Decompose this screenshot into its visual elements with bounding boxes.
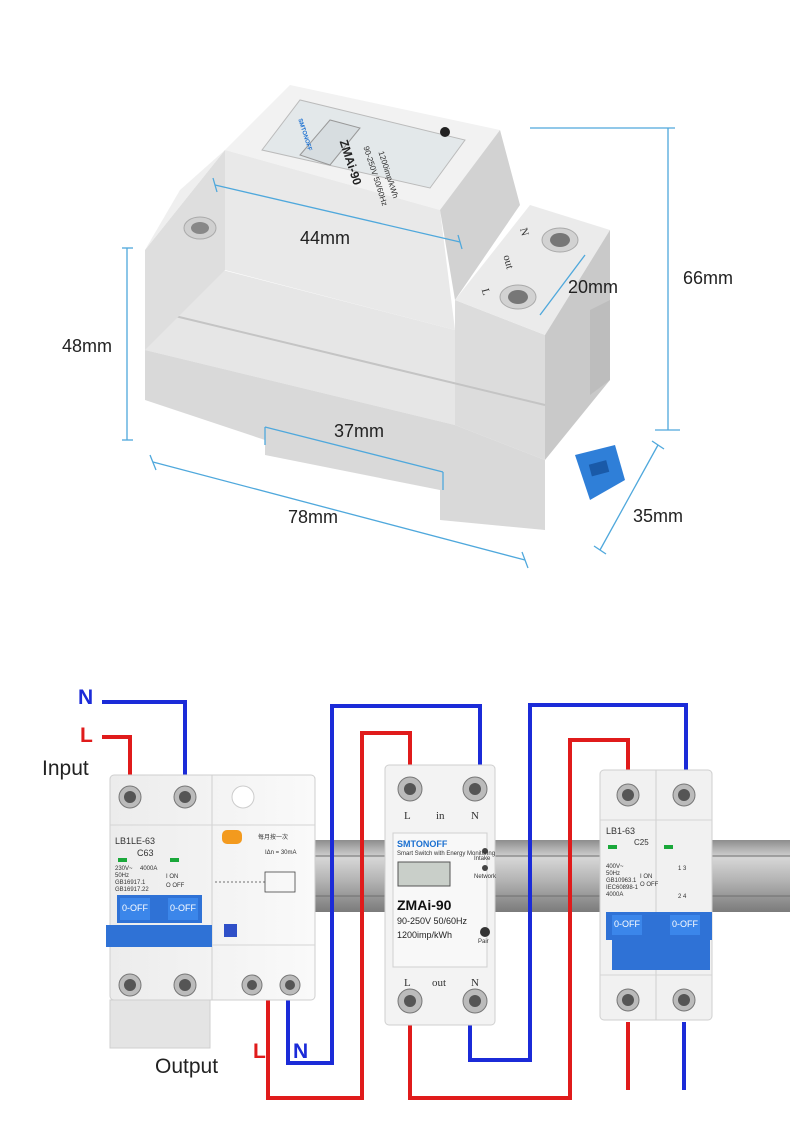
rcbo-to-meter-live	[266, 731, 412, 1100]
meter-rating: 90-250V 50/60Hz	[397, 916, 468, 926]
device-top-side	[440, 130, 520, 300]
device-right-block-side	[545, 230, 610, 460]
meter-constant: 1200imp/kWh	[397, 930, 453, 940]
device-3d-view	[145, 85, 625, 530]
meter-terminal-in: in	[436, 810, 445, 822]
dim-height-front: 48mm	[62, 336, 113, 356]
mcb-off-label: O OFF	[640, 882, 659, 888]
rcbo-on-label: I ON	[166, 874, 179, 880]
device-right-block-front	[455, 300, 545, 460]
meter-status-label: Intake	[474, 856, 491, 862]
mcb-rating: C25	[634, 838, 649, 847]
rcbo-test-tag: 每月按一次	[258, 835, 289, 841]
mcb-spec-1: 50Hz	[606, 871, 621, 877]
mcb-switch-label-right: 0-OFF	[672, 919, 698, 929]
rcbo-switch-label-left: 0-OFF	[122, 903, 148, 913]
mcb-on-label: I ON	[640, 874, 653, 880]
mcb-terminals-bottom: 2 4	[678, 894, 687, 900]
device-left-block	[145, 150, 225, 350]
meter-pair-label: Pair	[478, 939, 489, 945]
dim-width-top: 44mm	[300, 228, 351, 248]
rcbo-toggle-right[interactable]	[168, 898, 198, 920]
dim-terminal-spacing: 20mm	[568, 277, 619, 297]
meter-brand: SMTONOFF	[397, 839, 448, 849]
rcbo-spec-4: 4000A	[140, 866, 158, 872]
device-lcd	[299, 119, 361, 166]
rcbo-toggle-left[interactable]	[120, 898, 150, 920]
mcb-spec-0: 400V~	[606, 864, 624, 870]
device-base	[145, 350, 545, 530]
output-n-label: N	[293, 1040, 309, 1063]
meter-to-mcb-neutral	[468, 703, 688, 1062]
output-label: Output	[155, 1055, 219, 1078]
mcb-breaker	[599, 769, 713, 1021]
device-lower-body	[145, 250, 455, 425]
meter-terminal-n: N	[471, 810, 479, 822]
device-label-window	[261, 99, 466, 189]
mcb-toggle-right[interactable]	[670, 915, 700, 935]
energy-meter	[384, 764, 496, 1026]
input-label: Input	[42, 757, 89, 780]
wire-label-l: L	[80, 724, 93, 747]
mcb-terminals: 1 3	[678, 866, 687, 872]
input-neutral-wire	[102, 700, 187, 780]
meter-lcd-screen	[397, 861, 451, 887]
rcbo-model: LB1LE-63	[115, 836, 156, 846]
rcbo-reset-button[interactable]	[224, 924, 237, 937]
meter-subtitle: Smart Switch with Energy Monitoring	[397, 851, 496, 857]
rcbo-spec-3: GB16917.22	[115, 887, 149, 893]
meter-wifi-label: Network	[474, 874, 497, 880]
meter-terminal-n-out: N	[471, 977, 479, 989]
wiring	[102, 700, 688, 1100]
rcbo-rating: C63	[137, 848, 154, 858]
dim-length: 78mm	[288, 507, 339, 527]
rcbo-spec-2: GB16917.1	[115, 880, 146, 886]
dimension-lines	[122, 127, 680, 569]
meter-to-mcb-live	[408, 738, 630, 1100]
mcb-toggle-left[interactable]	[612, 915, 642, 935]
rcbo-test-button[interactable]	[222, 830, 242, 844]
mcb-spec-4: 4000A	[606, 892, 624, 898]
input-live-wire	[102, 735, 132, 780]
mcb-model: LB1-63	[606, 826, 636, 836]
rcbo-switch-label-right: 0-OFF	[170, 903, 196, 913]
meter-terminal-l-out: L	[404, 977, 411, 989]
dim-base-width: 37mm	[334, 421, 385, 441]
rcbo-spec-1: 50Hz	[115, 873, 130, 879]
output-l-label: L	[253, 1040, 266, 1063]
mcb-spec-2: GB10963.1	[606, 878, 637, 884]
rcbo-spec-0: 230V~	[115, 866, 133, 872]
meter-status-led	[482, 848, 488, 854]
meter-pair-button[interactable]	[480, 927, 490, 937]
device-front-face	[225, 150, 455, 330]
wire-label-n: N	[78, 686, 94, 709]
rcbo-trip-spec: IΔn = 30mA	[265, 850, 297, 856]
device-button	[440, 127, 450, 137]
rcbo-off-label: O OFF	[166, 883, 185, 889]
mcb-switch-label-left: 0-OFF	[614, 919, 640, 929]
rcbo-to-meter-neutral	[286, 704, 482, 1065]
dim-depth: 35mm	[633, 506, 684, 526]
meter-terminal-l: L	[404, 810, 411, 822]
meter-model: ZMAi-90	[397, 897, 452, 913]
meter-terminal-out: out	[432, 977, 447, 989]
dim-height-total: 66mm	[683, 268, 734, 288]
meter-wifi-led	[482, 865, 488, 871]
rcbo-breaker	[106, 774, 316, 1049]
mcb-spec-3: IEC60898-1	[606, 885, 639, 891]
